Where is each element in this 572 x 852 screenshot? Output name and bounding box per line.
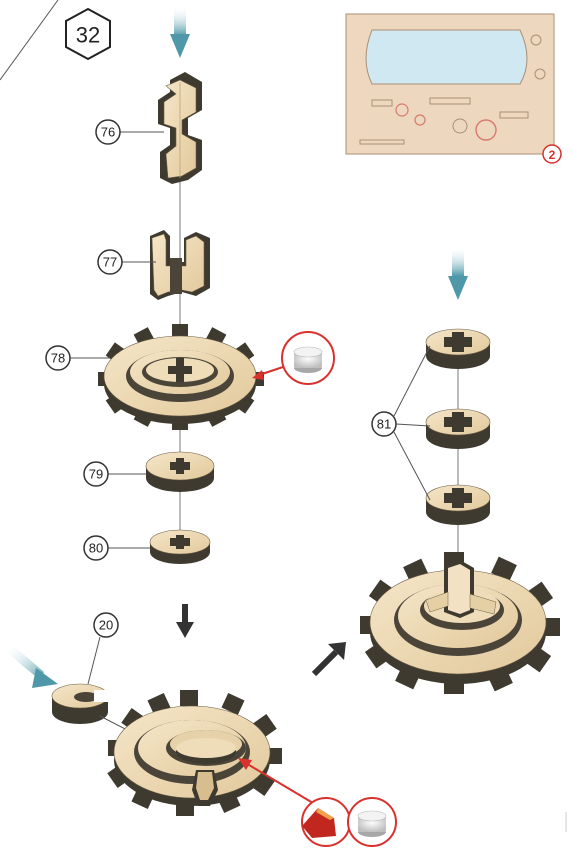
part-78-gear bbox=[98, 324, 264, 430]
sheet-number-badge: 2 bbox=[549, 148, 556, 162]
svg-text:76: 76 bbox=[101, 125, 115, 140]
part-81-washer-top bbox=[426, 329, 490, 369]
step-number: 32 bbox=[76, 23, 100, 48]
part-81-washer-bottom bbox=[426, 485, 490, 525]
insert-arrow-right bbox=[448, 246, 468, 300]
part-81-washer-middle bbox=[426, 409, 490, 449]
svg-text:80: 80 bbox=[89, 541, 103, 556]
right-gear-assembly bbox=[360, 552, 560, 694]
tealight-candle-icon bbox=[252, 332, 334, 384]
wax-block-icon bbox=[302, 798, 350, 846]
down-arrow bbox=[176, 604, 194, 638]
svg-text:77: 77 bbox=[103, 255, 117, 270]
svg-text:78: 78 bbox=[51, 351, 65, 366]
callout-80: 80 bbox=[84, 536, 150, 560]
callout-78: 78 bbox=[46, 346, 110, 370]
part-80-washer bbox=[150, 530, 210, 564]
callout-79: 79 bbox=[84, 462, 146, 486]
bottom-gear-assembly bbox=[107, 690, 282, 816]
corner-line bbox=[0, 0, 58, 80]
callout-81: 81 bbox=[372, 346, 430, 500]
part-79-washer bbox=[146, 452, 214, 492]
tealight-candle-icon bbox=[348, 798, 396, 846]
part-76-cross-piece bbox=[158, 72, 202, 184]
parts-sheet-thumbnail: 2 bbox=[346, 14, 561, 163]
svg-text:79: 79 bbox=[89, 467, 103, 482]
svg-text:81: 81 bbox=[377, 417, 391, 432]
part-20-c-ring bbox=[52, 684, 110, 724]
callout-76: 76 bbox=[96, 120, 164, 144]
callout-20: 20 bbox=[88, 613, 118, 684]
svg-text:20: 20 bbox=[99, 618, 113, 633]
insert-arrow-left bbox=[6, 646, 58, 688]
insert-arrow-top bbox=[170, 6, 190, 58]
next-step-arrow bbox=[314, 642, 346, 674]
callout-77: 77 bbox=[98, 250, 156, 274]
step-number-badge: 32 bbox=[66, 9, 110, 59]
